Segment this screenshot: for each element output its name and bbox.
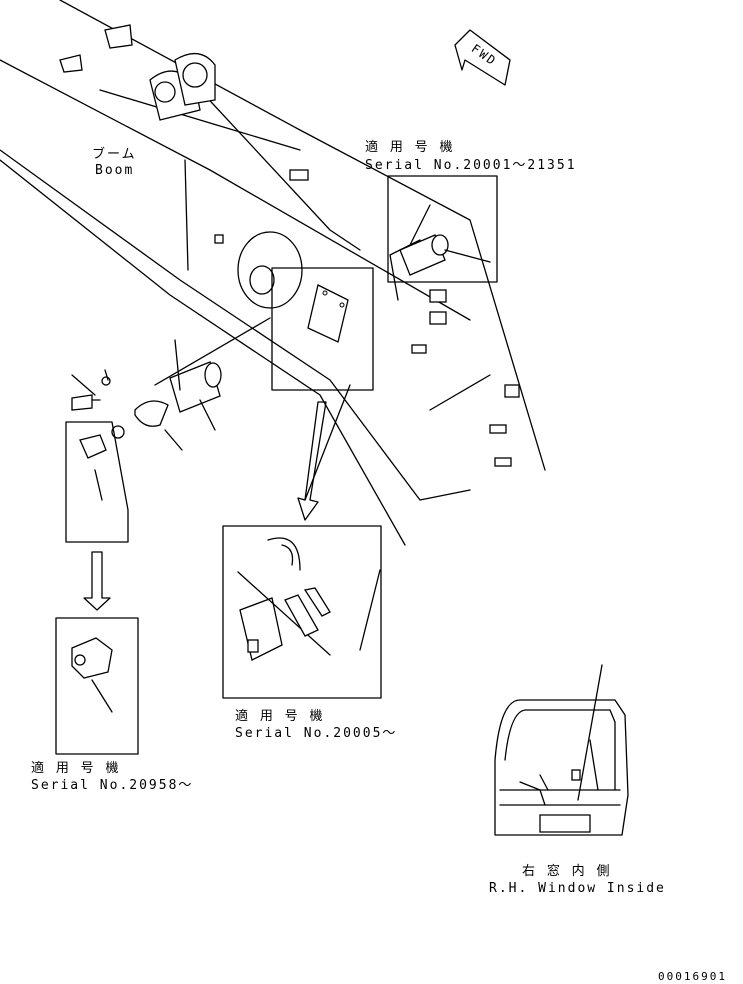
mid-detail-content	[237, 537, 381, 661]
left-detail-fitting	[71, 637, 113, 713]
drawing-number: 00016901	[658, 970, 727, 983]
left-applicable-label: 適 用 号 機	[31, 761, 121, 776]
top-serial-label: Serial No.20001～21351	[365, 158, 577, 173]
boom-outline	[0, 0, 546, 546]
window-label-en: R.H. Window Inside	[489, 881, 666, 896]
arrow-left	[83, 551, 111, 611]
mid-serial-label: Serial No.20005～	[235, 726, 398, 741]
mid-applicable-label: 適 用 号 機	[235, 709, 325, 724]
exploded-parts	[71, 317, 271, 451]
window-label-jp: 右 窓 内 側	[522, 864, 612, 879]
top-callout-box	[387, 175, 498, 283]
left-fitting-part	[79, 434, 107, 501]
mounting-plate	[307, 284, 349, 343]
boom-boss	[237, 231, 303, 309]
boom-label-en: Boom	[95, 163, 135, 178]
top-cylinder-part	[389, 204, 491, 301]
boom-label-jp: ブーム	[92, 147, 137, 162]
mid-detail-box	[222, 525, 382, 699]
left-detail-box	[55, 617, 139, 755]
cab-window	[494, 664, 629, 836]
fwd-arrow-outline	[454, 29, 511, 86]
left-callout-box	[65, 421, 129, 543]
arrow-mid	[297, 401, 327, 521]
top-applicable-label: 適 用 号 機	[365, 140, 455, 155]
boom-clips	[214, 169, 520, 467]
boom-hinge-bracket	[59, 24, 216, 121]
boss-callout-box	[271, 267, 374, 391]
left-serial-label: Serial No.20958～	[31, 778, 194, 793]
